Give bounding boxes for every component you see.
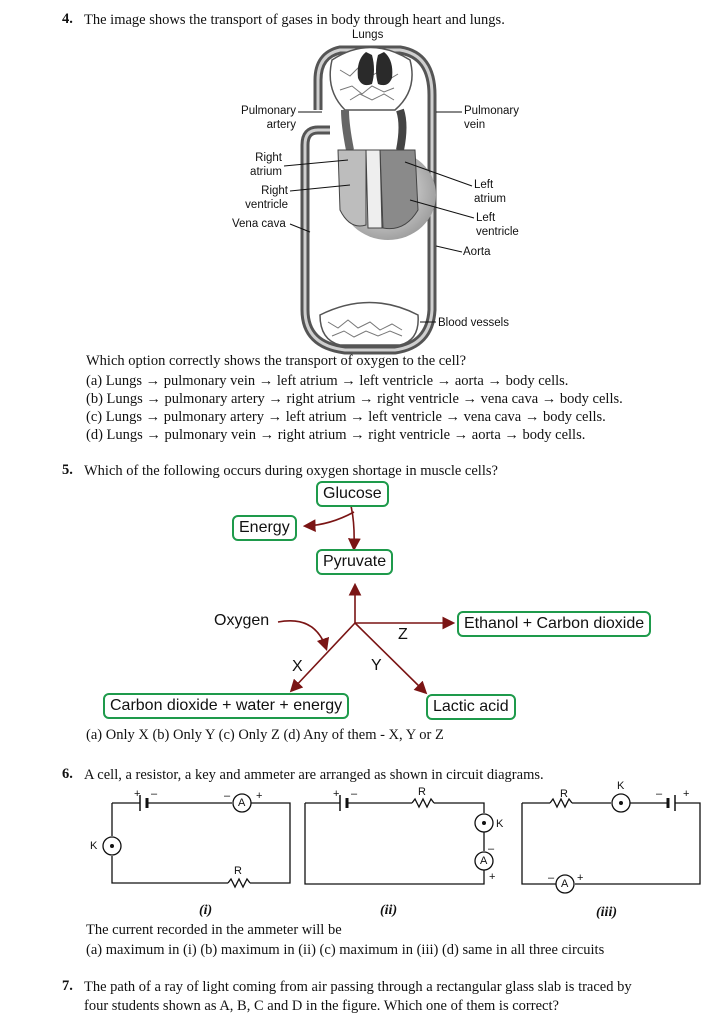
- flow-label-y: Y: [371, 657, 382, 674]
- circuit-i-minus: –: [151, 788, 158, 800]
- circuit-iii-key: K: [617, 780, 625, 792]
- circuit-ii-caption: (ii): [380, 903, 398, 918]
- circuit-i-plus: +: [134, 788, 141, 800]
- question-5-text: Which of the following occurs during oxy…: [84, 463, 498, 479]
- question-4-number: 4.: [62, 11, 73, 27]
- label-leader-lines: [283, 111, 475, 323]
- flow-co2-water-energy: Carbon dioxide + water + energy: [103, 693, 350, 719]
- lungs-shape: [357, 52, 393, 86]
- circuit-ii-ammeter: A: [480, 855, 488, 867]
- circuit-ii-ammeter-plus: +: [489, 871, 496, 883]
- question-6-options[interactable]: (a) maximum in (i) (b) maximum in (ii) (…: [86, 942, 605, 958]
- question-7-number: 7.: [62, 978, 73, 994]
- question-6-result-text: The current recorded in the ammeter will…: [86, 922, 342, 938]
- question-4-text: The image shows the transport of gases i…: [84, 12, 505, 28]
- circuit-iii-caption: (iii): [596, 905, 617, 920]
- question-7-line-2: four students shown as A, B, C and D in …: [84, 998, 559, 1014]
- circuit-iii-plus: +: [683, 788, 690, 800]
- flow-oxygen: Oxygen: [214, 612, 270, 629]
- circuit-ii-key: K: [496, 818, 504, 830]
- circuit-iii-ammeter-minus: –: [548, 872, 555, 884]
- label-left-ventricle: Left ventricle: [476, 212, 519, 238]
- circuit-i-ammeter-minus: –: [224, 790, 231, 802]
- question-5-options[interactable]: (a) Only X (b) Only Y (c) Only Z (d) Any…: [86, 727, 444, 743]
- circuit-iii: [521, 793, 701, 894]
- respiration-flow-arrows: [277, 501, 456, 695]
- label-pulmonary-artery: Pulmonary artery: [241, 105, 296, 131]
- circuit-diagrams: [102, 793, 701, 894]
- flow-glucose: Glucose: [316, 481, 389, 507]
- circuit-i-ammeter: A: [238, 797, 246, 809]
- label-pulmonary-vein: Pulmonary vein: [464, 105, 519, 131]
- label-right-atrium: Right atrium: [250, 152, 282, 178]
- flow-pyruvate: Pyruvate: [316, 549, 394, 575]
- label-vena-cava: Vena cava: [232, 218, 286, 230]
- question-4-prompt: Which option correctly shows the transpo…: [86, 353, 467, 369]
- circuit-iii-minus: –: [656, 788, 663, 800]
- flow-ethanol-co2: Ethanol + Carbon dioxide: [457, 611, 652, 637]
- body-capillaries: [319, 301, 419, 346]
- question-5-number: 5.: [62, 462, 73, 478]
- circuit-i-ammeter-plus: +: [256, 790, 263, 802]
- question-4-option-d[interactable]: (d) Lungs → pulmonary vein → right atriu…: [86, 427, 586, 443]
- circuit-iii-resistor: R: [560, 788, 568, 800]
- flow-label-z: Z: [398, 626, 408, 643]
- question-7-line-1: The path of a ray of light coming from a…: [84, 979, 632, 995]
- circuit-ii-plus: +: [333, 788, 340, 800]
- flow-energy: Energy: [232, 515, 297, 541]
- circuit-iii-ammeter: A: [561, 878, 569, 890]
- label-right-ventricle: Right ventricle: [245, 185, 288, 211]
- question-4-option-b[interactable]: (b) Lungs → pulmonary artery → right atr…: [86, 391, 623, 407]
- label-lungs: Lungs: [352, 29, 384, 41]
- circuit-ii-minus: –: [351, 788, 358, 800]
- question-6-text: A cell, a resistor, a key and ammeter ar…: [84, 767, 544, 783]
- flow-label-x: X: [292, 658, 303, 675]
- label-aorta: Aorta: [463, 246, 491, 258]
- circuit-iii-ammeter-plus: +: [577, 872, 584, 884]
- circuit-i: [102, 793, 291, 889]
- question-4-option-c[interactable]: (c) Lungs → pulmonary artery → left atri…: [86, 409, 606, 425]
- question-6-number: 6.: [62, 766, 73, 782]
- flow-lactic-acid: Lactic acid: [426, 694, 516, 720]
- circuit-ii-ammeter-minus: –: [488, 843, 495, 855]
- question-4-option-a[interactable]: (a) Lungs → pulmonary vein → left atrium…: [86, 373, 569, 389]
- circuit-ii: [304, 795, 494, 885]
- circuit-i-key: K: [90, 840, 98, 852]
- circuit-i-resistor: R: [234, 865, 242, 877]
- heart-lungs-diagram: [300, 45, 437, 355]
- circuit-i-caption: (i): [199, 903, 213, 918]
- circuit-ii-resistor: R: [418, 786, 426, 798]
- label-left-atrium: Left atrium: [474, 179, 506, 205]
- label-blood-vessels: Blood vessels: [438, 317, 509, 329]
